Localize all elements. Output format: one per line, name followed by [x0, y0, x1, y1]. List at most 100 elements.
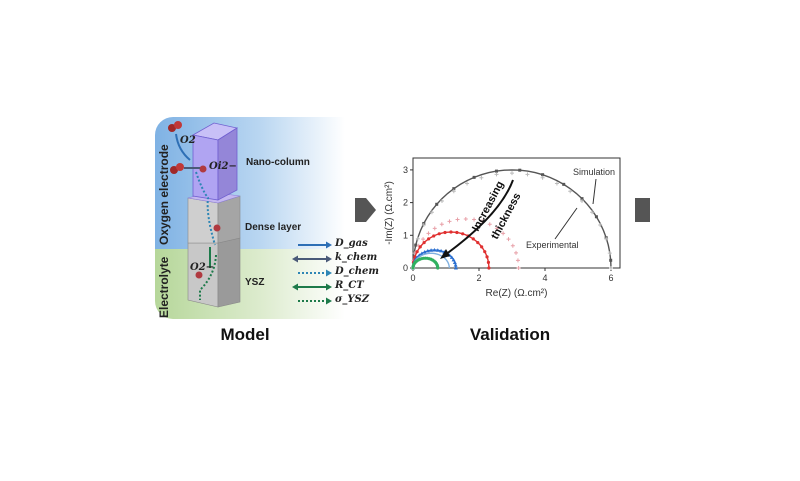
- species-oi-label: Oi2−: [209, 161, 237, 172]
- data-point: [501, 231, 506, 236]
- data-point: [461, 232, 465, 236]
- validation-title: Validation: [469, 325, 551, 344]
- x-axis-label: Re(Z) (Ω.cm²): [486, 288, 548, 299]
- data-point: [415, 236, 420, 241]
- plot-frame: [412, 157, 621, 269]
- data-point: [515, 258, 520, 263]
- data-point: [494, 172, 499, 177]
- oxygen-atom-icon: [199, 165, 207, 173]
- species-o2-label: O2: [180, 135, 196, 146]
- data-point: [609, 266, 613, 270]
- x-tick-label: 0: [410, 273, 415, 283]
- legend-label: k_chem: [335, 252, 378, 263]
- ysz-label: YSZ: [245, 277, 265, 288]
- data-point: [510, 171, 514, 176]
- legend-label: R_CT: [335, 280, 364, 291]
- legend-label: D_gas: [335, 238, 368, 249]
- data-point: [598, 222, 603, 227]
- data-point: [494, 226, 499, 231]
- data-point: [447, 219, 452, 224]
- data-point: [421, 237, 426, 242]
- data-point: [568, 189, 573, 194]
- data-point: [463, 216, 468, 221]
- data-point: [604, 236, 609, 241]
- data-point: [425, 248, 430, 253]
- data-point: [422, 249, 427, 254]
- data-point: [413, 255, 417, 259]
- data-point: [422, 240, 426, 245]
- model-title: Model: [220, 325, 270, 344]
- data-point: [476, 240, 480, 245]
- data-point: [432, 248, 437, 252]
- y-tick-label: 0: [403, 263, 408, 273]
- y-tick-label: 2: [403, 198, 408, 208]
- bulk-diffusion-arrow: [195, 171, 216, 246]
- data-point: [449, 230, 453, 234]
- data-point: [443, 230, 447, 235]
- data-point: [452, 260, 457, 264]
- nano-side: [217, 127, 238, 201]
- oxygen-electrode-region: [155, 117, 345, 249]
- data-point: [435, 248, 440, 252]
- data-point: [439, 248, 444, 253]
- electrolyte-region: [155, 249, 345, 319]
- data-point: [540, 175, 545, 180]
- gas-diffusion-arrow: [175, 133, 191, 161]
- experimental-pointer: [554, 207, 578, 240]
- legend-label: D_chem: [335, 266, 379, 277]
- species-o2minus-label: O2−: [190, 262, 215, 273]
- data-point: [562, 182, 566, 186]
- oxygen-atom-icon: [195, 271, 203, 279]
- x-tick-label: 4: [542, 273, 547, 283]
- data-point: [554, 181, 559, 186]
- data-point: [472, 217, 477, 222]
- data-point: [455, 230, 459, 235]
- data-point: [453, 263, 458, 267]
- data-point: [506, 237, 511, 242]
- data-point: [580, 197, 584, 201]
- simulation-pointer: [592, 178, 597, 205]
- data-point: [451, 257, 456, 262]
- data-point: [419, 251, 424, 255]
- data-point: [609, 258, 613, 262]
- data-point: [483, 250, 487, 254]
- data-point: [510, 243, 515, 248]
- data-point: [487, 222, 492, 227]
- y-tick-label: 3: [403, 165, 408, 175]
- data-point: [472, 175, 476, 179]
- oxygen-atom-icon: [213, 224, 221, 232]
- data-point: [432, 234, 436, 238]
- data-point: [495, 169, 499, 173]
- x-tick-label: 6: [608, 273, 613, 283]
- data-point: [449, 255, 454, 259]
- x-tick-label: 2: [476, 273, 481, 283]
- simulation-label: Simulation: [573, 167, 615, 177]
- data-point: [485, 255, 489, 259]
- data-point: [426, 231, 431, 236]
- data-point: [436, 266, 440, 270]
- data-point: [453, 266, 458, 270]
- data-point: [471, 237, 475, 241]
- data-point: [518, 168, 522, 172]
- data-point: [479, 175, 484, 180]
- data-point: [594, 215, 598, 219]
- y-tick-label: 1: [403, 230, 408, 240]
- data-point: [455, 217, 460, 222]
- data-point: [429, 210, 434, 215]
- data-point: [429, 248, 434, 252]
- legend-label: σ_YSZ: [335, 294, 370, 305]
- ionic-conduction-arrow: [199, 254, 217, 300]
- increasing-thickness-arrow: [444, 179, 514, 256]
- series-line: [412, 169, 612, 269]
- data-point: [486, 260, 491, 264]
- data-point: [421, 222, 426, 227]
- data-point: [590, 210, 595, 215]
- data-point: [541, 173, 545, 177]
- data-point: [427, 237, 431, 241]
- data-point: [418, 245, 422, 249]
- experimental-label: Experimental: [526, 240, 579, 250]
- right-arrow-icon: [635, 198, 650, 222]
- legend-arrows: [292, 241, 332, 305]
